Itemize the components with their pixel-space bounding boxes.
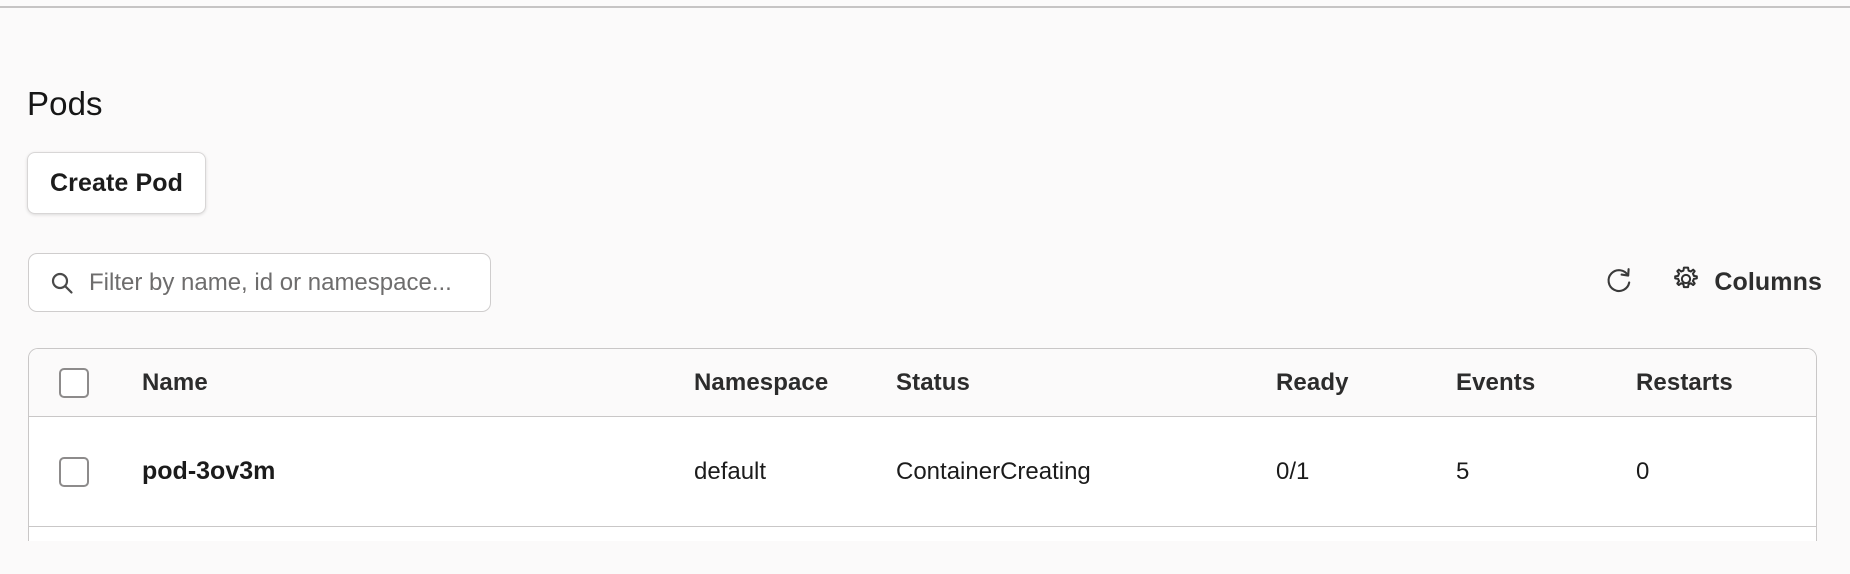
row-checkbox[interactable] xyxy=(59,456,89,487)
page-title: Pods xyxy=(27,85,103,123)
select-all-cell xyxy=(29,367,142,398)
column-header-namespace[interactable]: Namespace xyxy=(694,368,829,396)
pods-table: Name Namespace Status Ready Events Resta… xyxy=(28,348,1817,541)
search-input[interactable] xyxy=(89,254,490,311)
refresh-icon xyxy=(1604,266,1634,299)
table-header-row: Name Namespace Status Ready Events Resta… xyxy=(29,349,1816,417)
cell-name: pod-3ov3m xyxy=(142,457,276,485)
cell-namespace: default xyxy=(694,457,767,485)
gear-icon xyxy=(1672,265,1700,300)
search-field[interactable] xyxy=(28,253,491,312)
create-pod-button[interactable]: Create Pod xyxy=(27,152,206,214)
refresh-button[interactable] xyxy=(1604,266,1634,299)
search-icon xyxy=(49,270,75,296)
column-header-events[interactable]: Events xyxy=(1456,368,1536,396)
table-row[interactable]: pod-3ov3m default ContainerCreating 0/1 … xyxy=(29,417,1816,527)
columns-label: Columns xyxy=(1714,268,1822,296)
cell-ready: 0/1 xyxy=(1276,457,1310,485)
cell-events: 5 xyxy=(1456,457,1470,485)
column-header-ready[interactable]: Ready xyxy=(1276,368,1349,396)
select-all-checkbox[interactable] xyxy=(59,367,89,398)
column-header-restarts[interactable]: Restarts xyxy=(1636,368,1733,396)
column-header-name[interactable]: Name xyxy=(142,368,208,396)
cell-restarts: 0 xyxy=(1636,457,1650,485)
table-row-partial[interactable] xyxy=(29,527,1816,541)
row-select-cell xyxy=(29,456,142,487)
cell-status: ContainerCreating xyxy=(896,457,1091,485)
column-header-status[interactable]: Status xyxy=(896,368,970,396)
columns-button[interactable]: Columns xyxy=(1672,265,1822,300)
table-toolbar: Columns xyxy=(1604,253,1822,312)
top-divider xyxy=(0,6,1850,8)
